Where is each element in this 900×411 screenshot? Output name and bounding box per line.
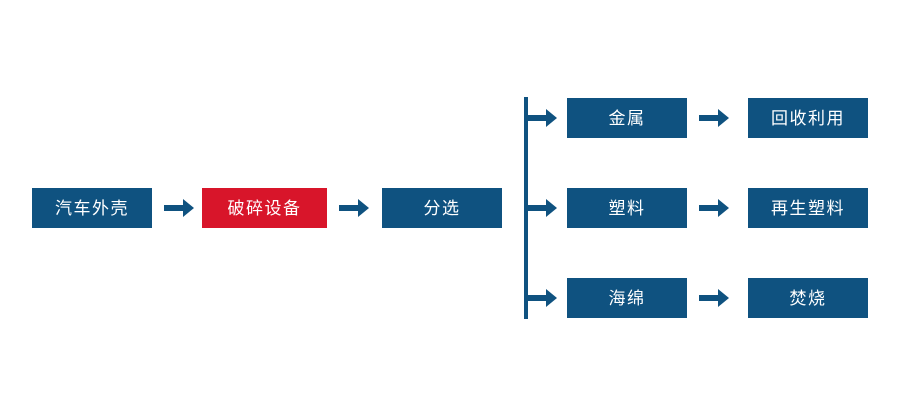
arrow-right-icon-shell-to-crusher	[164, 195, 196, 221]
node-destination-recycling[interactable]: 回收利用	[748, 98, 868, 138]
node-destination-recycled-plastic[interactable]: 再生塑料	[748, 188, 868, 228]
node-material-sponge[interactable]: 海绵	[567, 278, 687, 318]
arrow-right-icon-crusher-to-sorting	[339, 195, 371, 221]
node-material-metal[interactable]: 金属	[567, 98, 687, 138]
arrow-right-icon-stem-to-metal	[527, 105, 559, 131]
arrow-right-icon-sponge-to-incineration	[699, 285, 731, 311]
node-destination-incineration[interactable]: 焚烧	[748, 278, 868, 318]
arrow-right-icon-plastic-to-recycled-plastic	[699, 195, 731, 221]
node-sorting[interactable]: 分选	[382, 188, 502, 228]
arrow-right-icon-metal-to-recycling	[699, 105, 731, 131]
vertical-distribution-line	[524, 97, 528, 319]
node-car-shell[interactable]: 汽车外壳	[32, 188, 152, 228]
arrow-right-icon-stem-to-sponge	[527, 285, 559, 311]
node-crushing-equipment[interactable]: 破碎设备	[202, 188, 327, 228]
arrow-right-icon-stem-to-plastic	[527, 195, 559, 221]
node-material-plastic[interactable]: 塑料	[567, 188, 687, 228]
